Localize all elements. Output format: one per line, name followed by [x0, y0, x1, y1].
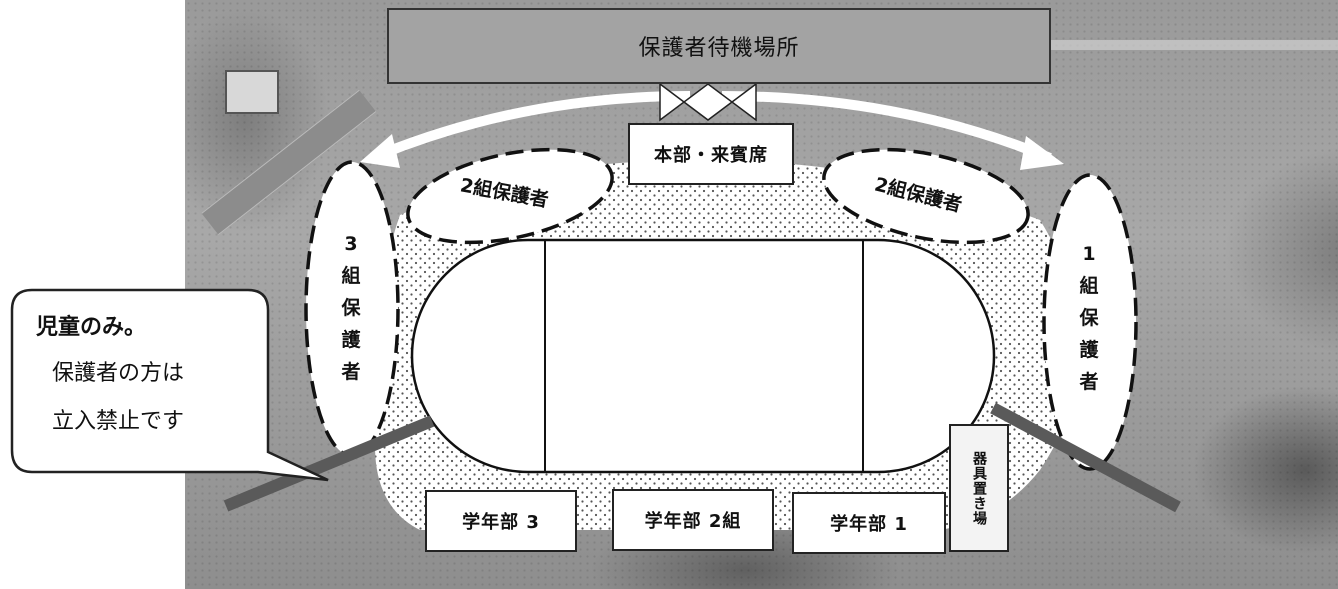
waiting-area-label: 保護者待機場所 [387, 8, 1051, 84]
notice-line3: 立入禁止です [52, 409, 185, 434]
walkway-arrowhead-left [360, 134, 400, 168]
equipment-area-label: 器具置き場 [949, 424, 1009, 552]
track-oval [410, 238, 996, 474]
barrier-right [990, 402, 1181, 513]
headquarters-label: 本部・来賓席 [628, 123, 794, 185]
walkway-arrow-left [370, 91, 691, 163]
notice-line1: 児童のみ。 [36, 315, 147, 340]
parents-group2-left-zone [406, 147, 614, 245]
parents-group1-label: 1 組 保 護 者 [1079, 243, 1099, 393]
barrier-left [223, 415, 435, 512]
grade-area-2: 学年部 2組 [612, 489, 774, 551]
parents-group2-right-zone [822, 147, 1030, 245]
notice-bubble [10, 288, 329, 482]
walkway-arrowhead-right [1020, 136, 1064, 170]
grade-area-1: 学年部 1 [792, 492, 946, 554]
parents-group3-label: 3 組 保 護 者 [341, 233, 361, 383]
notice-line2: 保護者の方は [52, 361, 185, 386]
parents-group1-zone [1042, 173, 1138, 471]
walkway-arrow-right [721, 91, 1052, 163]
grade-area-3: 学年部 3 [425, 490, 577, 552]
road-top-right [1040, 40, 1338, 50]
gate-icon [659, 82, 757, 122]
building [225, 70, 279, 114]
